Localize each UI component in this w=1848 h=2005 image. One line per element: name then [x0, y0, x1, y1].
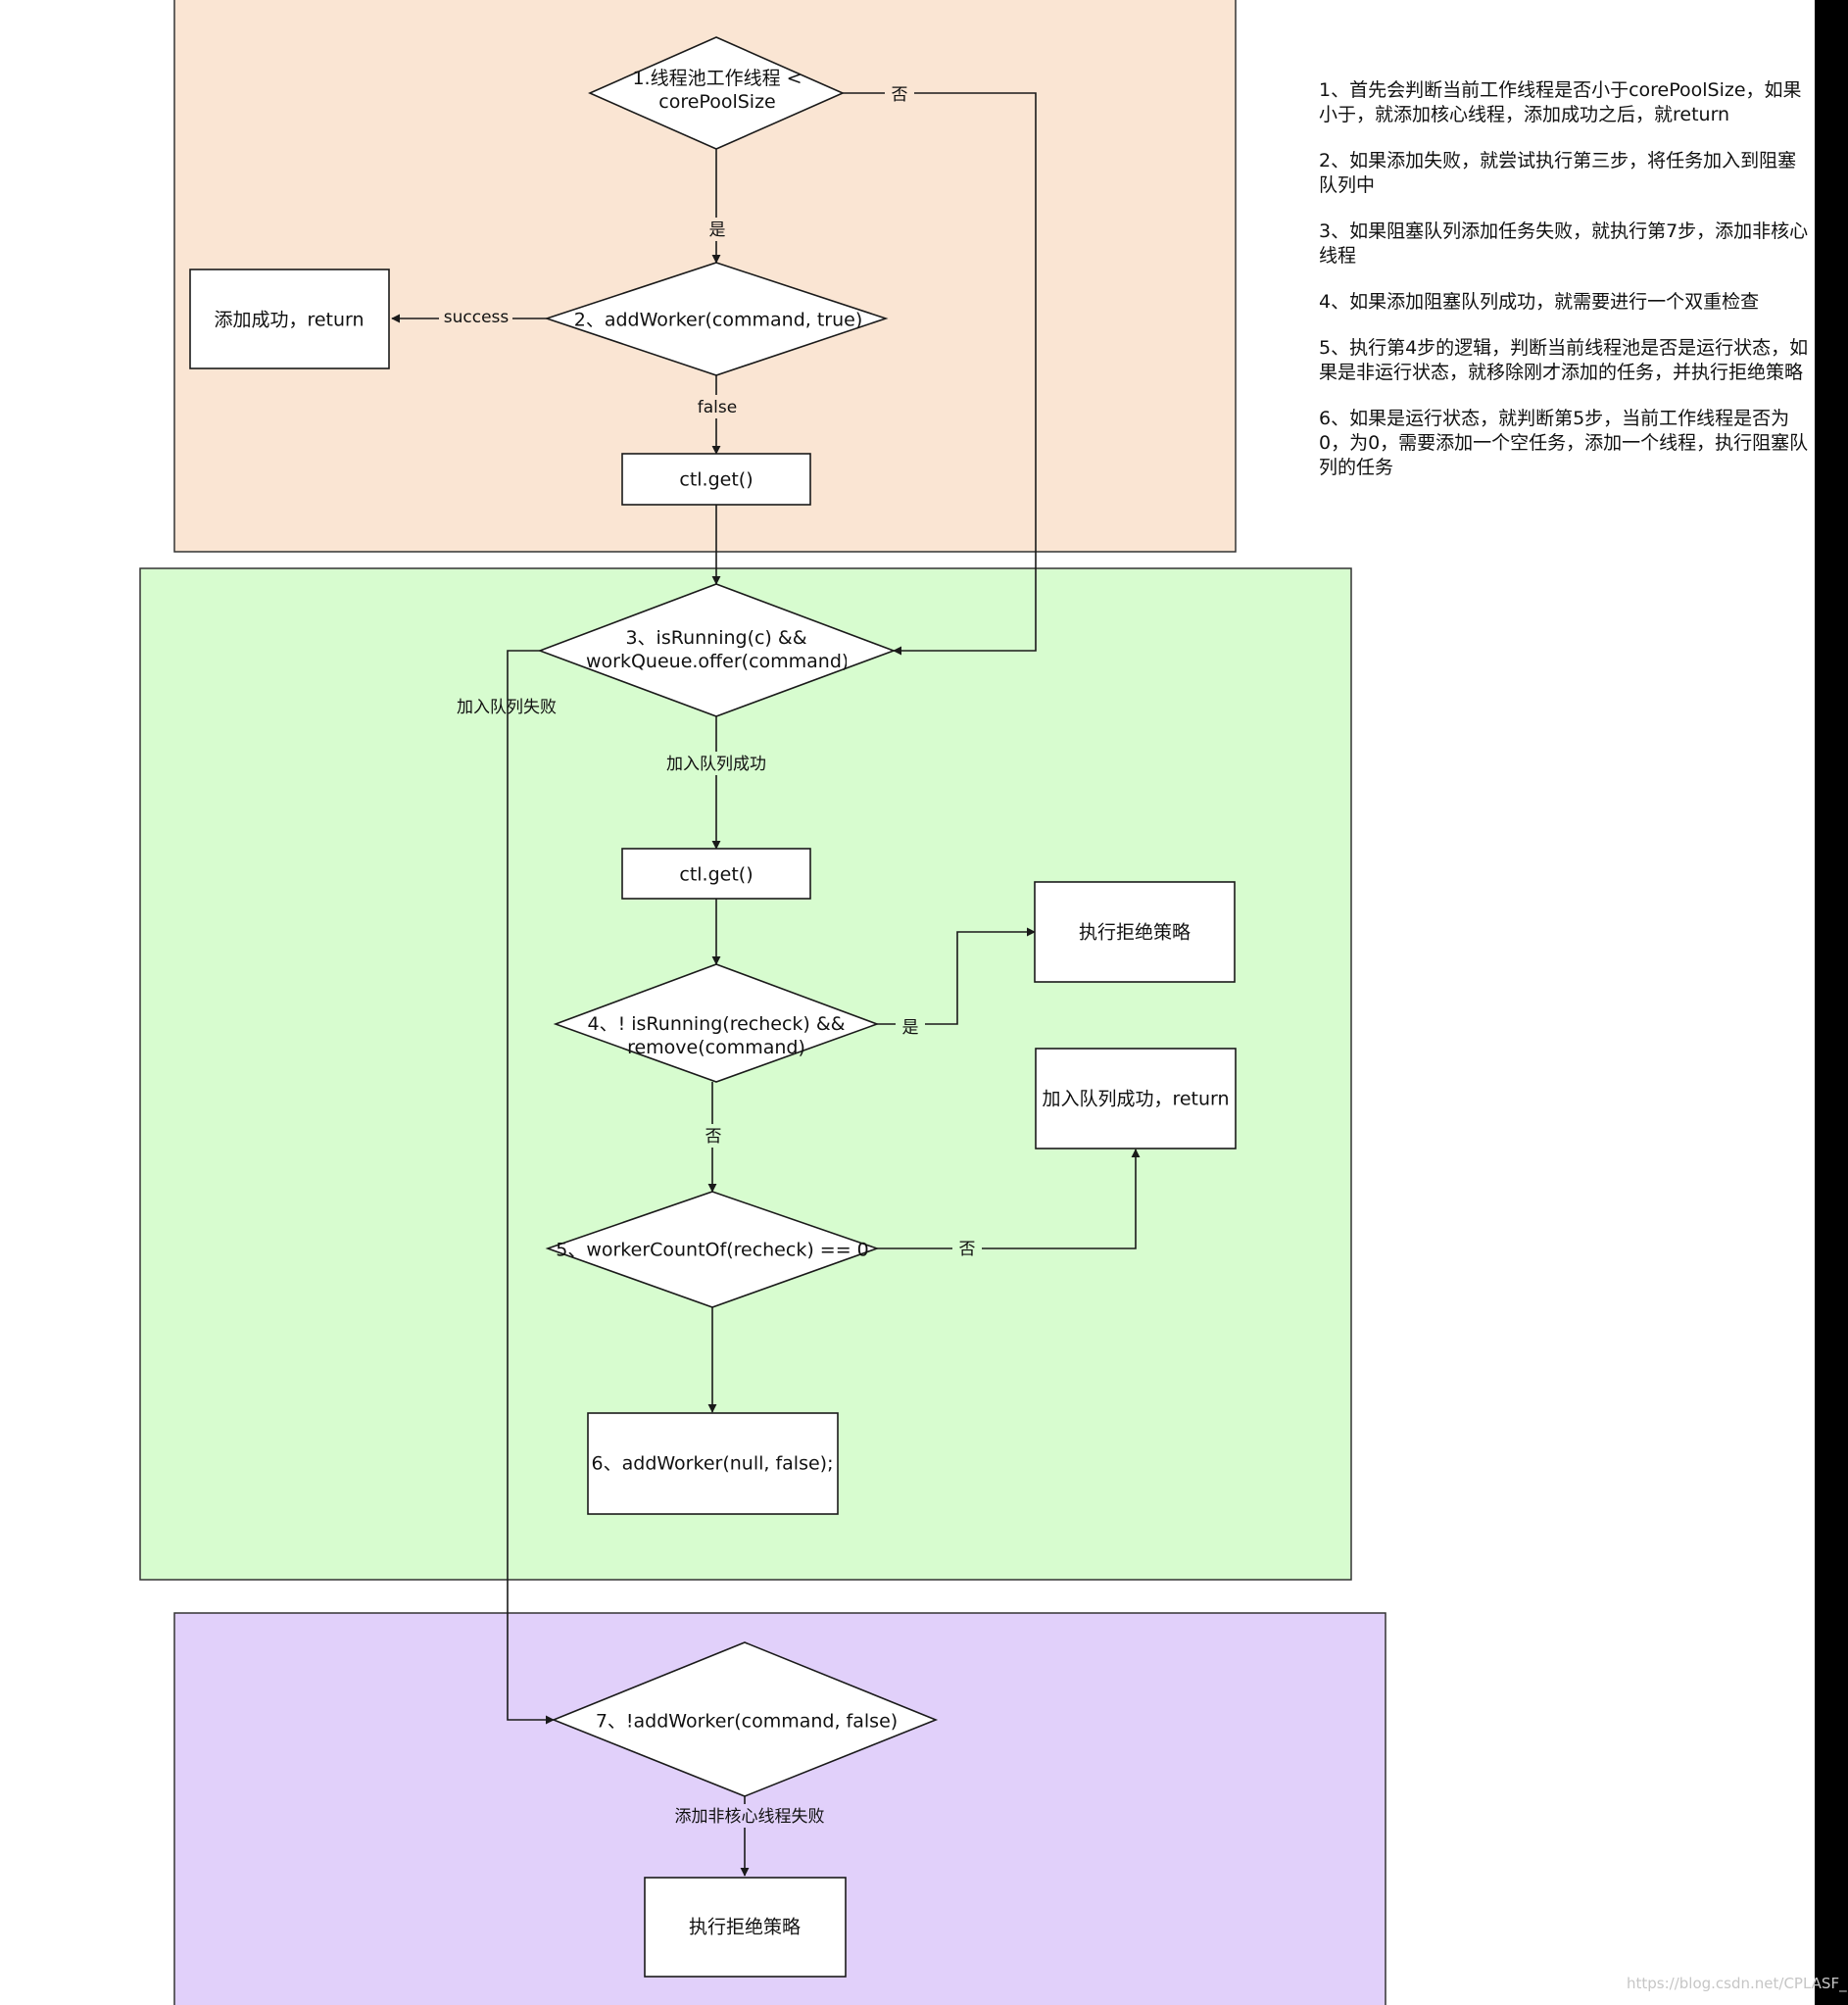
note-item: 2、如果添加失败，就尝试执行第三步，将任务加入到阻塞队列中	[1319, 150, 1797, 196]
right-edge-bar	[1815, 0, 1848, 2005]
label-d1-yes: 是	[709, 220, 726, 240]
text-step6: 6、addWorker(null, false);	[592, 1453, 834, 1475]
label-d4-yes: 是	[902, 1018, 919, 1038]
text-d7: 7、!addWorker(command, false)	[596, 1711, 898, 1733]
note-item: 5、执行第4步的逻辑，判断当前线程池是否是运行状态，如果是非运行状态，就移除刚才…	[1319, 337, 1809, 383]
text-queue-success-return: 加入队列成功，return	[1042, 1089, 1229, 1110]
note-item: 3、如果阻塞队列添加任务失败，就执行第7步，添加非核心线程	[1319, 220, 1809, 267]
edge-d1-no	[843, 92, 1037, 656]
note-item: 6、如果是运行状态，就判断第5步，当前工作线程是否为0，为0，需要添加一个空任务…	[1319, 408, 1809, 478]
label-d3-fail: 加入队列失败	[457, 698, 557, 717]
text-d4: 4、! isRunning(recheck) && remove(command…	[587, 1013, 846, 1058]
label-d3-success: 加入队列成功	[666, 755, 766, 774]
label-d5-no: 否	[959, 1240, 976, 1259]
label-d2-success: success	[444, 308, 510, 327]
decision-d5	[545, 1191, 880, 1308]
box-step6	[587, 1412, 839, 1515]
box-reject-1	[1034, 881, 1236, 983]
watermark: https://blog.csdn.net/CPLASF_	[1627, 1975, 1847, 1992]
label-d4-no: 否	[705, 1127, 722, 1147]
text-reject-1: 执行拒绝策略	[1079, 922, 1191, 944]
box-reject-2	[644, 1877, 847, 1978]
box-add-success-return	[189, 269, 390, 369]
text-ctl-get-2: ctl.get()	[679, 864, 753, 886]
decision-d2	[544, 262, 889, 376]
box-ctl-get-2	[621, 848, 811, 900]
text-d3: 3、isRunning(c) && workQueue.offer(comman…	[586, 627, 847, 672]
text-d5: 5、workerCountOf(recheck) == 0	[556, 1240, 869, 1261]
text-d1: 1.线程池工作线程 < corePoolSize	[632, 68, 802, 113]
text-add-success-return: 添加成功，return	[214, 310, 364, 331]
note-item: 4、如果添加阻塞队列成功，就需要进行一个双重检查	[1319, 291, 1760, 313]
box-queue-success-return	[1035, 1048, 1237, 1149]
decision-d4	[553, 963, 880, 1083]
edge-d3-fail	[507, 650, 555, 1725]
text-ctl-get-1: ctl.get()	[679, 469, 753, 491]
label-d2-false: false	[698, 398, 737, 417]
decision-d3	[537, 583, 897, 717]
label-d7-fail: 添加非核心线程失败	[675, 1807, 825, 1827]
notes-panel: 1、首先会判断当前工作线程是否小于corePoolSize，如果小于，就添加核心…	[1319, 78, 1809, 502]
label-d1-no: 否	[892, 85, 908, 105]
decision-d7	[551, 1641, 939, 1797]
note-item: 1、首先会判断当前工作线程是否小于corePoolSize，如果小于，就添加核心…	[1319, 79, 1802, 125]
text-reject-2: 执行拒绝策略	[689, 1917, 801, 1938]
box-ctl-get-1	[621, 453, 811, 506]
decision-d1	[588, 36, 845, 150]
text-d2: 2、addWorker(command, true)	[574, 310, 863, 331]
